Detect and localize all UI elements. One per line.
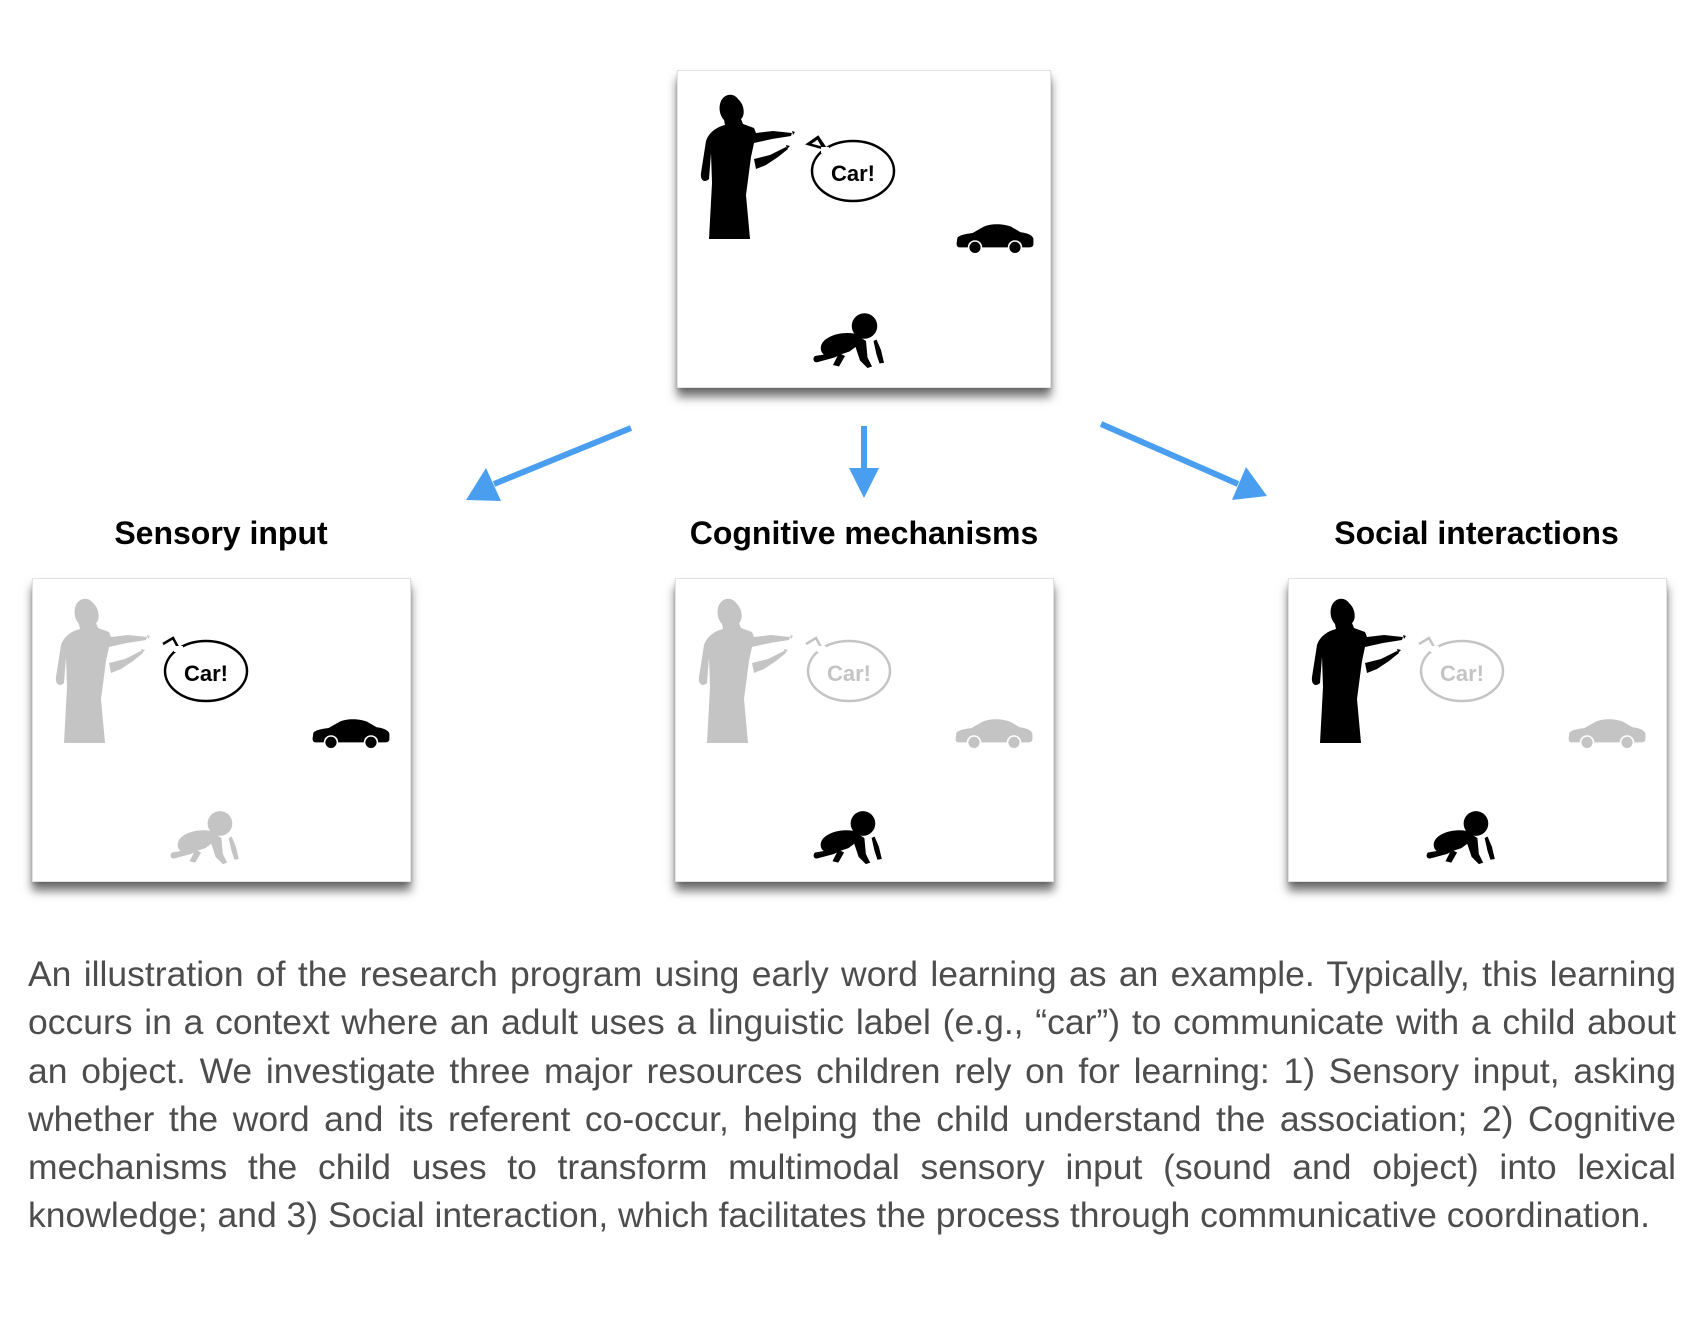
- baby-crawling-icon: [170, 811, 239, 865]
- adult-pointing-icon: [698, 598, 793, 743]
- car-icon: [312, 719, 390, 748]
- speech-bubble-text: Car!: [1440, 661, 1484, 686]
- panel-social-interactions: Car!: [1288, 578, 1667, 882]
- speech-bubble-text: Car!: [184, 661, 228, 686]
- speech-bubble-text: Car!: [831, 161, 875, 186]
- adult-pointing-icon: [1311, 598, 1406, 743]
- car-icon: [955, 719, 1033, 748]
- baby-crawling-icon: [813, 313, 884, 368]
- baby-crawling-icon: [813, 811, 882, 865]
- arrow-to-cognitive: [849, 426, 879, 498]
- car-icon: [1568, 719, 1646, 748]
- arrow-to-sensory: [466, 425, 633, 501]
- panel-cognitive-mechanisms: Car!: [675, 578, 1054, 882]
- car-icon: [956, 224, 1034, 253]
- speech-bubble: Car!: [162, 636, 249, 703]
- speech-bubble-text: Car!: [827, 661, 871, 686]
- baby-crawling-icon: [1426, 811, 1495, 865]
- label-sensory-input: Sensory input: [114, 515, 328, 551]
- adult-pointing-icon: [55, 598, 150, 743]
- speech-bubble: Car!: [805, 135, 896, 203]
- label-social-interactions: Social interactions: [1334, 515, 1619, 551]
- adult-pointing-icon: [700, 94, 795, 240]
- panel-word-learning-scene: Car!: [677, 70, 1051, 388]
- figure-caption: An illustration of the research program …: [28, 954, 1676, 1236]
- arrow-to-social: [1099, 421, 1267, 500]
- speech-bubble: Car!: [805, 636, 892, 703]
- label-cognitive-mechanisms: Cognitive mechanisms: [689, 515, 1039, 551]
- speech-bubble: Car!: [1418, 636, 1505, 703]
- panel-sensory-input: Car!: [32, 578, 411, 882]
